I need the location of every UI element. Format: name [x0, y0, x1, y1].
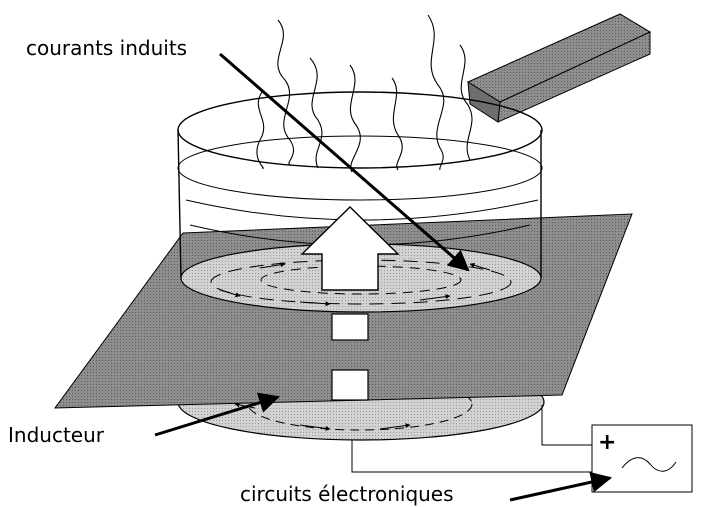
wires [351, 405, 592, 473]
magnetic-field-arrow [300, 206, 400, 291]
pan-handle [466, 13, 652, 123]
label-circuits-electroniques: circuits électroniques [240, 482, 454, 506]
inducteur-pointer [154, 392, 281, 437]
circuits-pointer [509, 471, 613, 502]
ac-wave-icon [621, 457, 677, 472]
label-courants-induits: courants induits [26, 36, 188, 60]
courants-induits-pointer [219, 52, 470, 272]
steam [256, 14, 473, 173]
plus-sign: + [598, 430, 617, 455]
label-inducteur: Inducteur [8, 423, 104, 447]
